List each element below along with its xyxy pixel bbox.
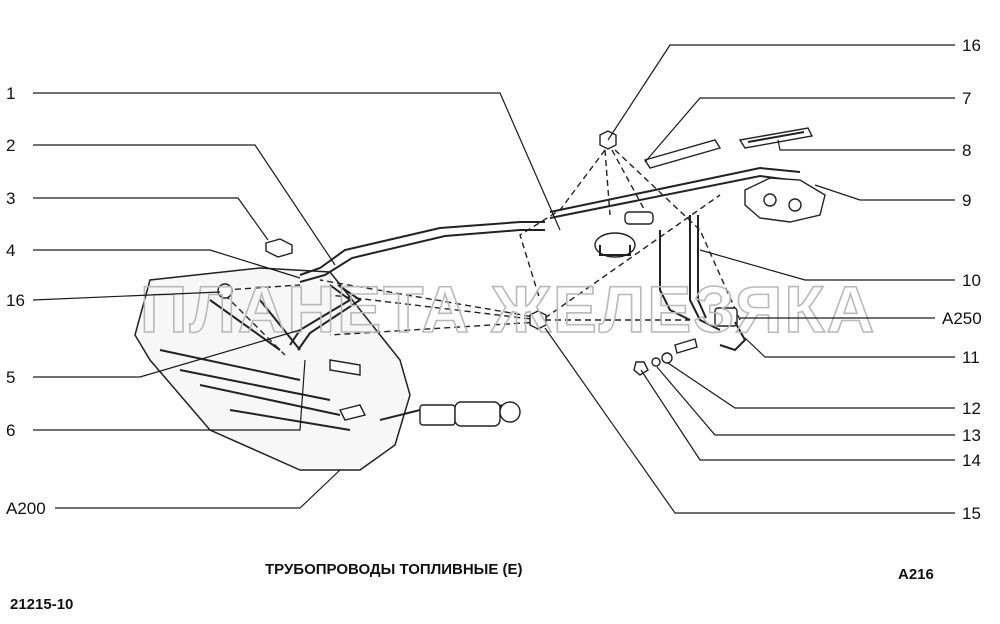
callout-12: 12	[962, 399, 981, 418]
callout-a200: A200	[6, 499, 46, 518]
catalog-number: 21215-10	[10, 596, 73, 613]
fuel-filter-assembly	[594, 211, 654, 258]
callout-13: 13	[962, 426, 981, 445]
callout-4: 4	[6, 241, 15, 260]
return-valve-assembly	[674, 307, 747, 354]
fuel-tank	[134, 267, 521, 471]
grommets	[217, 130, 673, 376]
callout-a250: A250	[942, 309, 982, 328]
callout-5: 5	[6, 368, 15, 387]
callout-8: 8	[962, 141, 971, 160]
callout-9: 9	[962, 191, 971, 210]
callout-2: 2	[6, 136, 15, 155]
callout-10: 10	[962, 271, 981, 290]
carburetor-assembly	[744, 177, 826, 223]
watermark-text: ПЛАНЕТА ЖЕЛЕЗЯКА	[140, 272, 876, 346]
callout-6: 6	[6, 421, 15, 440]
dashed-connections	[224, 149, 741, 356]
hose-clamps	[643, 127, 814, 169]
diagram-title: ТРУБОПРОВОДЫ ТОПЛИВНЫЕ (E)	[265, 561, 523, 578]
fuel-lines	[289, 166, 801, 351]
callout-11: 11	[962, 348, 980, 367]
callout-1: 1	[6, 84, 15, 103]
callout-15: 15	[962, 504, 981, 523]
leader-lines	[32, 44, 955, 514]
callout-14: 14	[962, 451, 981, 470]
callout-16-right: 16	[962, 36, 981, 55]
page-code: A216	[898, 566, 934, 583]
callout-16-left: 16	[6, 291, 25, 310]
callout-7: 7	[962, 89, 971, 108]
callout-3: 3	[6, 189, 15, 208]
